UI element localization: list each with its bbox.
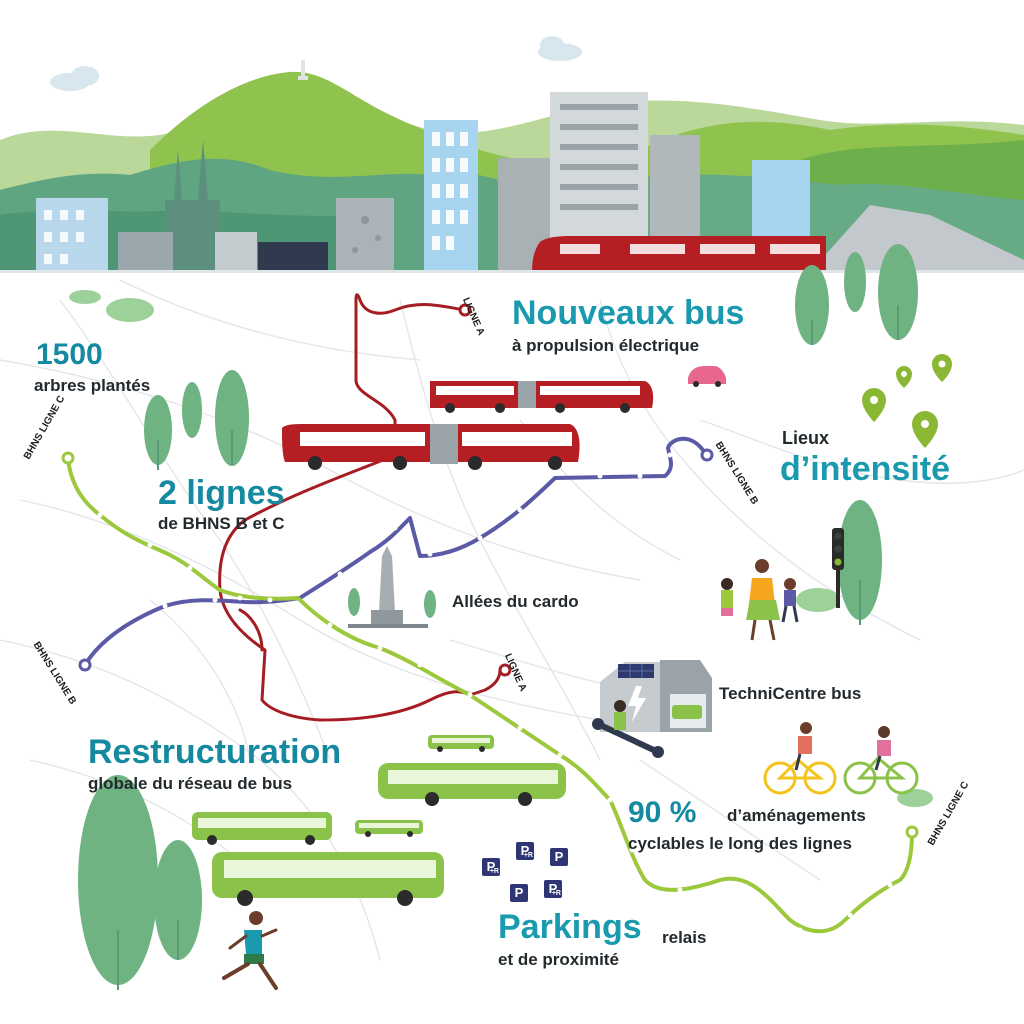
line-b-route xyxy=(83,436,707,667)
parkings-title: Parkings xyxy=(498,908,642,946)
cycling-line2: cyclables le long des lignes xyxy=(628,834,852,853)
traffic-light-icon xyxy=(832,528,844,608)
obelisk xyxy=(348,546,428,628)
park-and-ride-icon: P+R xyxy=(482,858,500,876)
cyclists xyxy=(763,755,919,795)
intensity-title: d’intensité xyxy=(780,450,951,488)
intensity-prefix: Lieux xyxy=(782,428,830,448)
cycling-percent: 90 % xyxy=(628,796,697,829)
skyline-landscape xyxy=(0,36,1024,273)
new-bus-title: Nouveaux bus xyxy=(512,294,745,332)
tram-skyline xyxy=(532,236,826,272)
tram-small xyxy=(430,381,654,413)
cardo-label: Allées du cardo xyxy=(452,592,579,611)
new-bus-subtitle: à propulsion électrique xyxy=(512,336,700,355)
parking-icon: P xyxy=(510,884,528,902)
lines-number: 2 lignes xyxy=(158,474,285,512)
technicentre-label: TechniCentre bus xyxy=(719,684,862,703)
trees xyxy=(69,244,933,990)
family-walking xyxy=(721,559,799,641)
park-and-ride-icon: P+R xyxy=(544,880,562,898)
trees-number: 1500 xyxy=(36,338,103,371)
car-icon xyxy=(688,366,726,387)
line-a-route xyxy=(218,293,502,722)
cycling-line1: d’aménagements xyxy=(727,806,866,825)
restructuring-subtitle: globale du réseau de bus xyxy=(88,774,293,793)
runner xyxy=(222,911,278,990)
trees-caption: arbres plantés xyxy=(34,376,151,395)
technicentre-building xyxy=(592,660,712,758)
transit-lines xyxy=(61,293,919,934)
tram-large xyxy=(282,424,580,470)
lightning-icon xyxy=(628,686,646,722)
location-pin-icon xyxy=(862,354,952,448)
restructuring-title: Restructuration xyxy=(88,733,342,771)
wrench-icon xyxy=(592,718,664,758)
parkings-subtitle: et de proximité xyxy=(498,950,619,969)
green-buses xyxy=(192,735,566,906)
lines-caption: de BHNS B et C xyxy=(158,514,285,533)
park-and-ride-icon: P+R xyxy=(516,842,534,860)
parkings-title-suffix: relais xyxy=(662,928,707,947)
parking-icon: P xyxy=(550,848,568,866)
red-trams xyxy=(282,381,654,470)
cyclist-riders xyxy=(794,722,891,771)
